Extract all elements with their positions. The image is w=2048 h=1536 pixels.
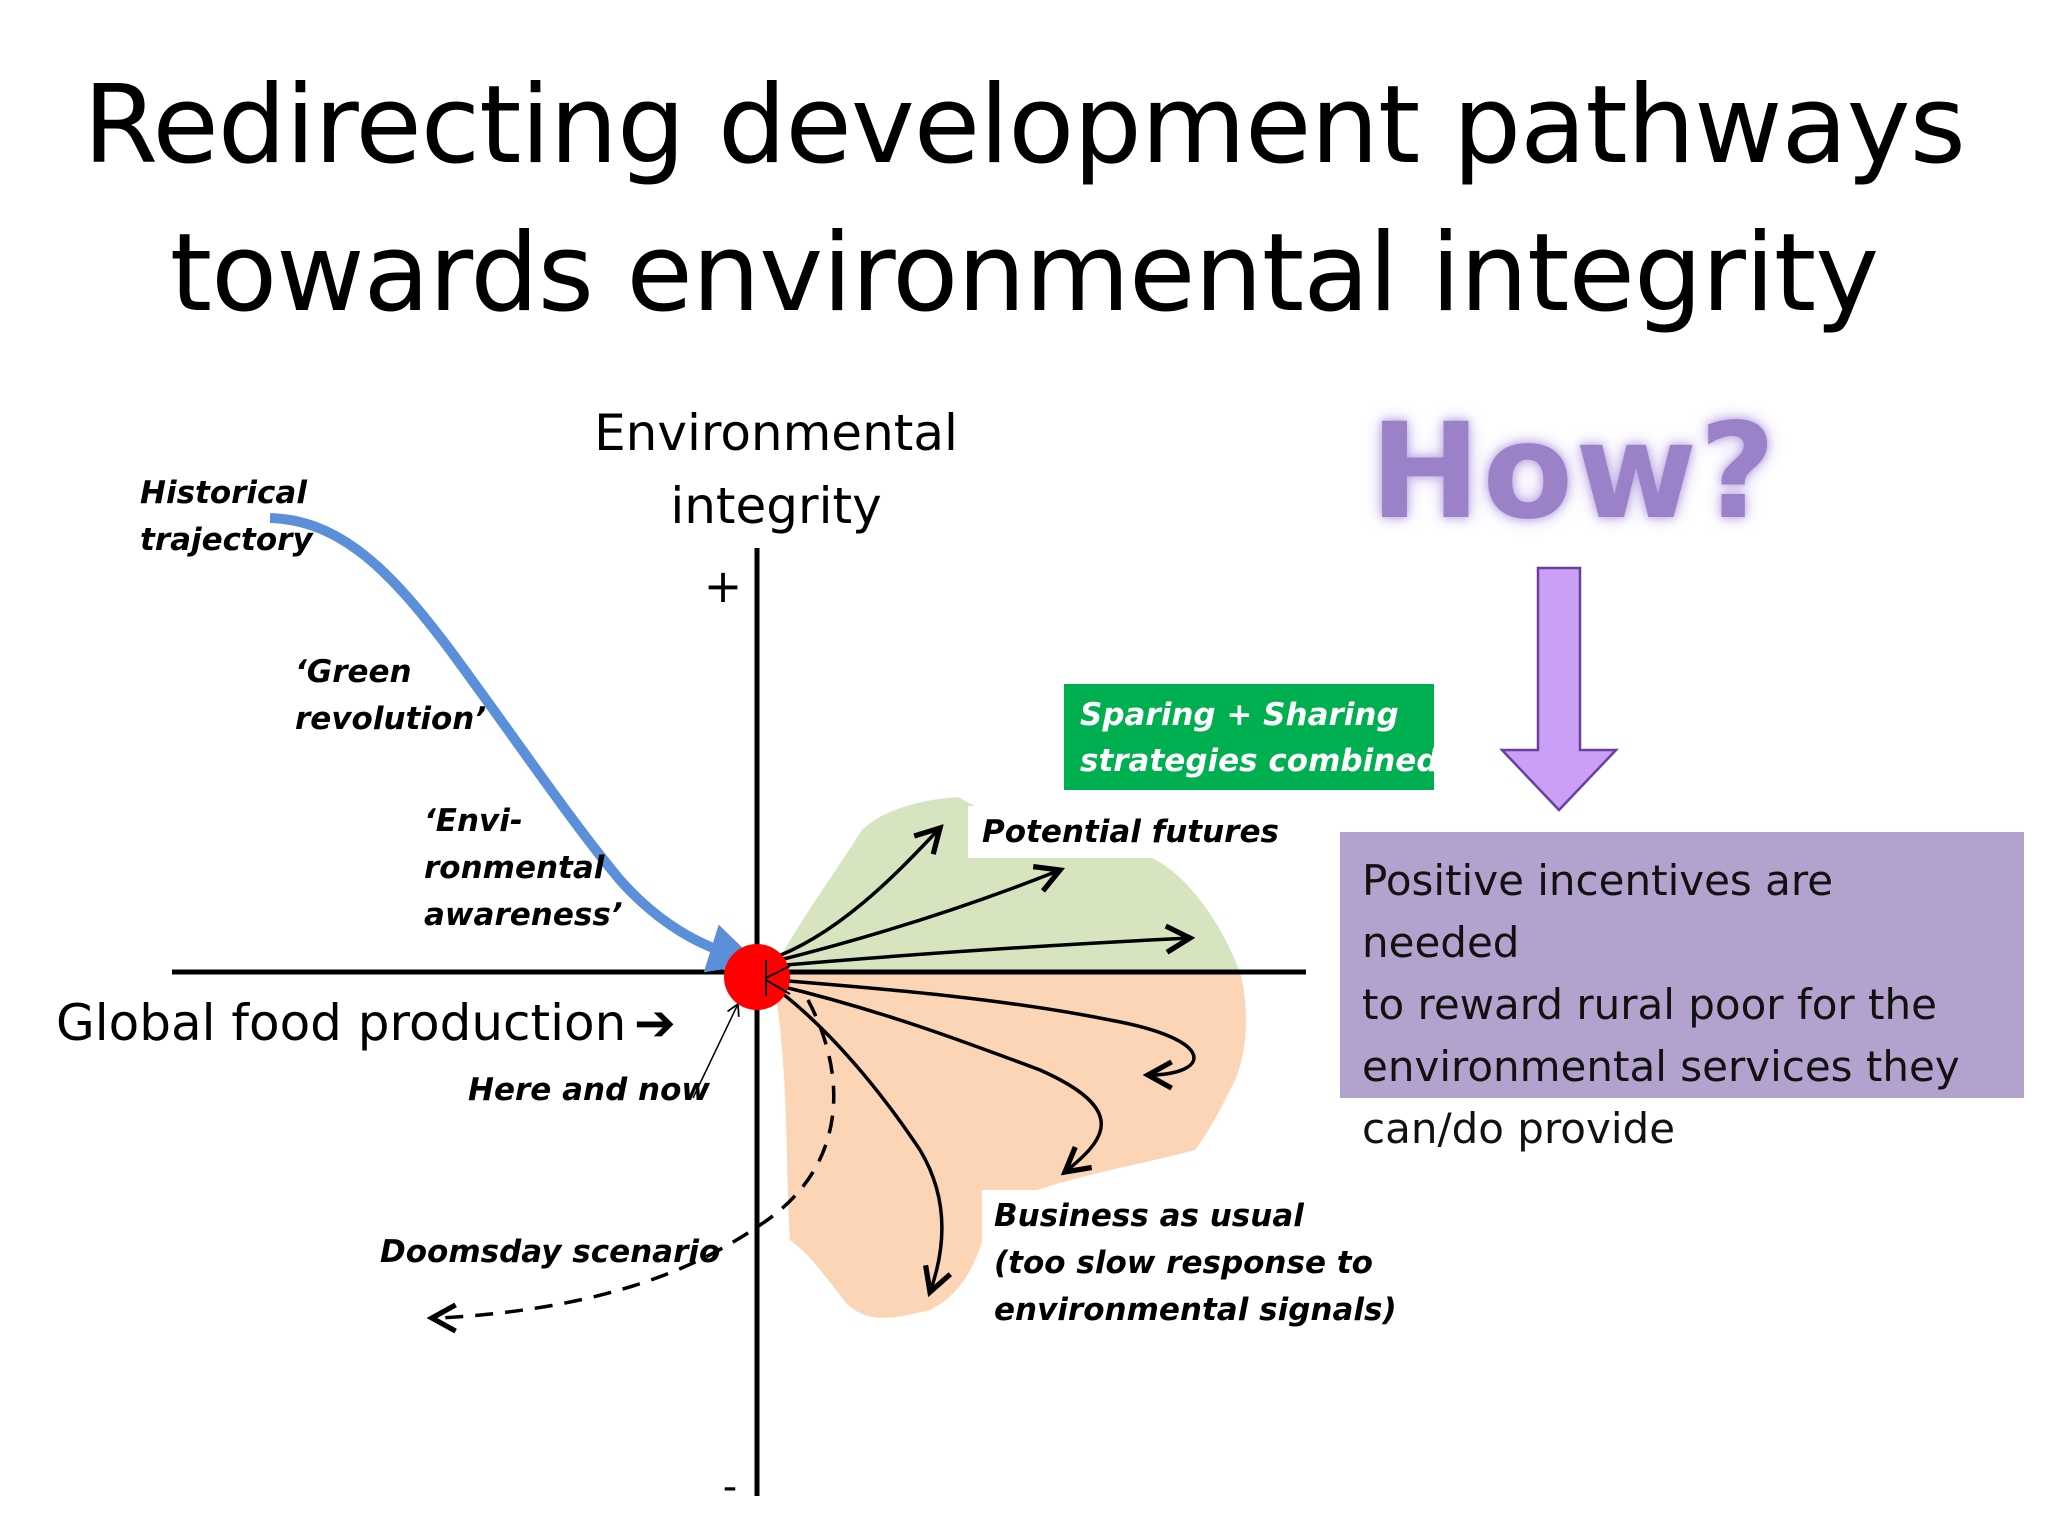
doomsday-arrow — [432, 999, 836, 1318]
y-axis-plus: + — [704, 559, 743, 613]
y-axis-minus: - — [723, 1464, 737, 1510]
historical-trajectory-curve — [269, 513, 759, 973]
y-axis-label-line-1: Environmental — [594, 404, 958, 462]
title-line-2: towards environmental integrity — [169, 211, 1879, 336]
sparing-sharing-box: Sparing + Sharing strategies combined — [1064, 684, 1439, 790]
historical-label-line-2: trajectory — [140, 522, 314, 558]
envi-awareness-label-line-1: ‘Envi- — [424, 803, 523, 839]
potential-futures-label-bg — [968, 806, 1258, 858]
bau-arrow-2 — [775, 983, 1103, 1172]
slide-title: Redirecting development pathways towards… — [0, 52, 2048, 348]
down-arrow — [1499, 566, 1619, 812]
future-arrow-3 — [773, 938, 1190, 968]
envi-awareness-label-line-3: awareness’ — [424, 897, 623, 933]
envi-awareness-label-line-2: ronmental — [424, 850, 605, 886]
title-line-1: Redirecting development pathways — [83, 63, 1966, 188]
incentive-line-3: environmental services they — [1362, 1042, 1960, 1091]
incentive-line-1: Positive incentives are needed — [1362, 856, 1834, 967]
bau-arrow-1 — [775, 978, 1196, 1075]
future-arrow-1 — [767, 828, 940, 962]
incentive-line-4: can/do provide — [1362, 1104, 1676, 1153]
how-heading: How? — [1370, 395, 1778, 549]
y-axis-label-line-2: integrity — [670, 477, 881, 535]
x-axis-label: Global food production — [56, 994, 626, 1052]
here-and-now-dot — [724, 944, 790, 1010]
incentive-line-2: to reward rural poor for the — [1362, 980, 1937, 1029]
potential-futures-label: Potential futures — [982, 814, 1279, 850]
incentive-text-box: Positive incentives are needed to reward… — [1340, 832, 2024, 1153]
here-and-now-label: Here and now — [468, 1072, 710, 1108]
business-label-line-2: (too slow response to — [994, 1245, 1373, 1281]
x-axis-arrow: ➔ — [634, 994, 676, 1052]
sparing-sharing-line-1: Sparing + Sharing — [1080, 697, 1399, 733]
green-revolution-label-line-2: revolution’ — [295, 701, 486, 737]
green-revolution-label-line-1: ‘Green — [295, 654, 412, 690]
business-label-bg — [982, 1190, 1360, 1342]
doomsday-label: Doomsday scenario — [380, 1234, 720, 1270]
future-arrow-2 — [771, 870, 1060, 964]
here-and-now-pointer — [692, 1002, 740, 1099]
business-label-line-1: Business as usual — [994, 1198, 1304, 1234]
business-label-line-3: environmental signals) — [994, 1292, 1397, 1328]
business-as-usual-region — [772, 972, 1246, 1318]
sparing-sharing-line-2: strategies combined — [1080, 743, 1439, 779]
origin-dot-marks — [765, 960, 791, 996]
historical-label-line-1: Historical — [140, 475, 307, 511]
